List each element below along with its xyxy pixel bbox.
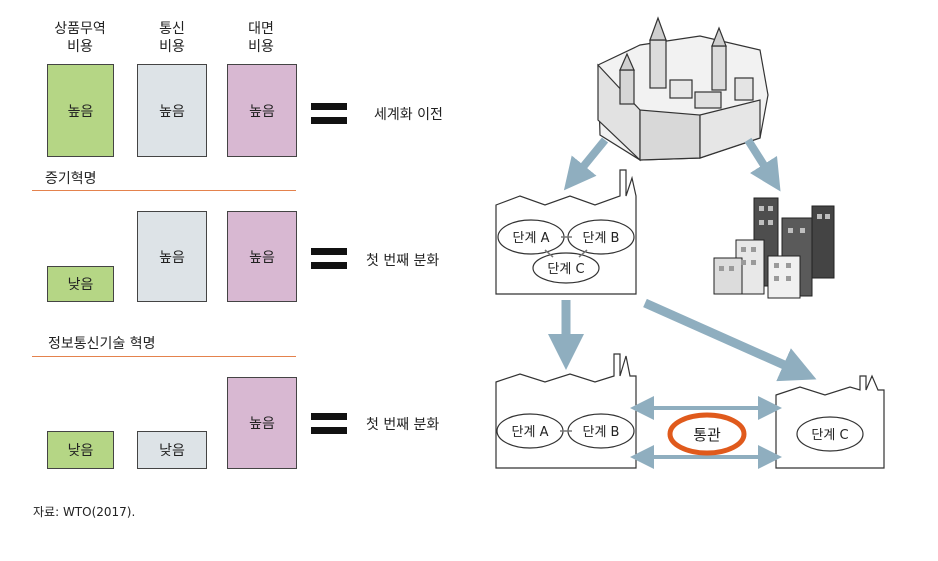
stage-a-label-2: 단계 A xyxy=(512,425,549,440)
equals-sign-3 xyxy=(311,411,347,437)
customs-ring xyxy=(667,412,747,456)
section-steam-revolution: 증기혁명 xyxy=(45,171,97,187)
row2-comm-label: 높음 xyxy=(159,249,185,266)
stage-c-label-1: 단계 C xyxy=(547,262,584,277)
row1-face-box: 높음 xyxy=(227,64,297,157)
row3-goods-box: 낮음 xyxy=(47,431,114,469)
source-note: 자료: WTO(2017). xyxy=(33,505,136,519)
stage-b-label-2: 단계 B xyxy=(583,425,620,440)
row3-goods-label: 낮음 xyxy=(67,443,94,459)
row1-goods-box: 높음 xyxy=(47,64,114,157)
equals-sign-1 xyxy=(311,101,347,127)
city-buildings-icon xyxy=(713,197,835,299)
row3-face-box: 높음 xyxy=(227,377,297,469)
section-ict-revolution: 정보통신기술 혁명 xyxy=(48,336,156,352)
row3-face-label: 높음 xyxy=(249,416,275,432)
header-face-to-face-cost: 대면 비용 xyxy=(248,21,274,55)
stage-b-label-1: 단계 B xyxy=(583,231,620,246)
stage-c-label-2: 단계 C xyxy=(811,428,848,443)
walled-town-icon xyxy=(597,16,769,162)
row2-face-label: 높음 xyxy=(249,249,275,266)
row3-comm-label: 낮음 xyxy=(159,443,185,459)
row2-caption: 첫 번째 분화 xyxy=(366,253,440,269)
row1-comm-box: 높음 xyxy=(137,64,207,157)
stage-c-oval-2 xyxy=(796,416,864,452)
row2-comm-box: 높음 xyxy=(137,211,207,302)
factory-2-icon xyxy=(495,353,637,469)
section-divider-2 xyxy=(32,356,296,357)
stage-a-label-1: 단계 A xyxy=(513,231,550,246)
row1-goods-label: 높음 xyxy=(67,103,94,120)
row3-comm-box: 낮음 xyxy=(137,431,207,469)
row3-caption: 첫 번째 분화 xyxy=(366,417,440,433)
row1-comm-label: 높음 xyxy=(159,103,185,120)
row2-goods-label: 낮음 xyxy=(67,277,94,293)
stage-c-oval-1 xyxy=(532,252,600,284)
row1-face-label: 높음 xyxy=(249,103,275,120)
row2-face-box: 높음 xyxy=(227,211,297,302)
factory-1-icon xyxy=(495,169,637,295)
customs-label: 통관 xyxy=(693,426,721,444)
row1-caption: 세계화 이전 xyxy=(374,107,443,123)
equals-sign-2 xyxy=(311,246,347,272)
section-divider-1 xyxy=(32,190,296,191)
header-goods-trade-cost: 상품무역 비용 xyxy=(54,21,106,55)
header-communication-cost: 통신 비용 xyxy=(159,21,185,55)
row2-goods-box: 낮음 xyxy=(47,266,114,302)
